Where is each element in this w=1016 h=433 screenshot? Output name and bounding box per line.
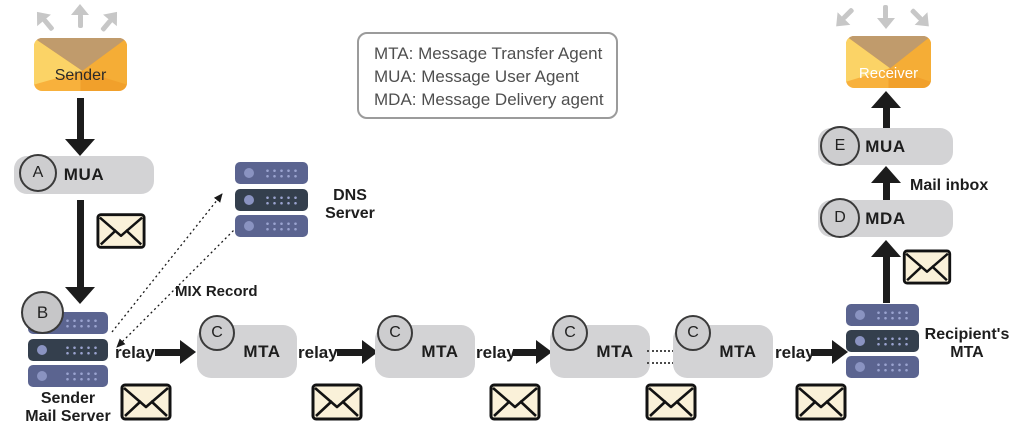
mail-envelope-icon (311, 383, 363, 421)
server-unit (846, 304, 919, 326)
outgoing-arrow-icon (71, 4, 89, 29)
flow-arrow-up (871, 240, 901, 303)
server-unit (235, 215, 308, 237)
incoming-arrow-icon (829, 2, 860, 33)
step-badge-b: B (21, 291, 64, 334)
node-label: MDA (865, 208, 906, 228)
legend-line-mta: MTA: Message Transfer Agent (374, 44, 603, 63)
sender-mail-server-label: Sender Mail Server (25, 390, 111, 425)
mail-envelope-icon (489, 383, 541, 421)
step-badge-c: C (552, 315, 588, 351)
node-mda: D MDA (818, 198, 953, 238)
node-label: MUA (63, 165, 105, 184)
flow-arrow-down (65, 200, 95, 304)
dns-server-label: DNS Server (325, 187, 375, 222)
step-badge-c: C (199, 315, 235, 351)
receiver-envelope-icon: Receiver (846, 36, 931, 88)
relay-arrow (155, 339, 196, 365)
legend-box: MTA: Message Transfer Agent MUA: Message… (357, 32, 618, 119)
sender-label: Sender (54, 67, 107, 84)
step-badge-d: D (820, 198, 860, 238)
node-mta-2: C MTA (375, 315, 475, 378)
ellipsis-connector (647, 362, 674, 364)
dns-server-icon (235, 162, 308, 237)
outgoing-arrow-icon (94, 6, 124, 37)
relay-arrow (337, 339, 378, 365)
relay-label: relay (476, 343, 516, 362)
step-badge-c: C (675, 315, 711, 351)
relay-label: relay (298, 343, 338, 362)
mail-envelope-icon (96, 213, 146, 249)
node-mua-sender: A MUA (14, 154, 154, 194)
incoming-arrow-icon (905, 2, 936, 33)
incoming-arrow-icon (877, 4, 895, 29)
server-unit (235, 188, 308, 211)
node-mua-receiver: E MUA (818, 126, 953, 166)
node-mta-1: C MTA (197, 315, 297, 378)
mail-envelope-icon (795, 383, 847, 421)
node-mta-4: C MTA (673, 315, 773, 378)
recipient-mta-server-icon (846, 304, 919, 378)
mail-inbox-label: Mail inbox (910, 177, 989, 194)
node-label: MUA (865, 136, 906, 156)
relay-label: relay (115, 343, 155, 362)
legend-line-mua: MUA: Message User Agent (374, 67, 580, 86)
node-label: MTA (421, 341, 459, 361)
mix-record-label: MIX Record (175, 283, 258, 300)
node-label: MTA (719, 341, 757, 361)
mail-envelope-icon (902, 249, 952, 285)
flow-arrow-up (871, 166, 901, 200)
server-unit (846, 356, 919, 378)
node-label: MTA (243, 341, 281, 361)
flow-arrow-down (65, 98, 95, 156)
recipient-mta-label: Recipient's MTA (924, 326, 1010, 361)
node-mta-3: C MTA (550, 315, 650, 378)
server-unit (28, 338, 108, 361)
step-badge-e: E (820, 126, 860, 166)
mail-envelope-icon (120, 383, 172, 421)
step-badge-c: C (377, 315, 413, 351)
flow-arrow-up (871, 91, 901, 128)
receiver-label: Receiver (858, 65, 919, 82)
relay-arrow (513, 339, 552, 365)
node-label: MTA (596, 341, 634, 361)
relay-label: relay (775, 343, 815, 362)
ellipsis-connector (647, 350, 674, 352)
step-badge-a: A (19, 154, 57, 192)
server-unit (28, 365, 108, 387)
outgoing-arrow-icon (30, 6, 60, 37)
server-unit (846, 330, 919, 352)
sender-envelope-icon: Sender (34, 38, 127, 91)
mail-envelope-icon (645, 383, 697, 421)
legend-line-mda: MDA: Message Delivery agent (374, 90, 604, 109)
server-unit (235, 162, 308, 184)
relay-arrow (811, 339, 848, 365)
